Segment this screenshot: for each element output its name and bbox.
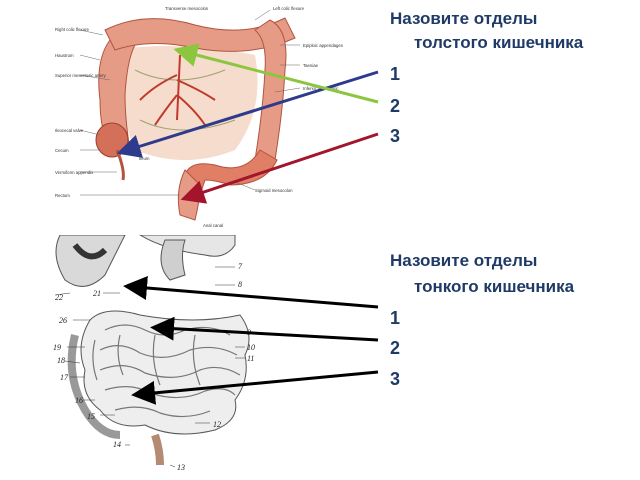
label-rectum: Rectum bbox=[55, 193, 70, 198]
number-label-26: 26 bbox=[59, 316, 67, 325]
label-vermiform-appendix: Vermiform appendix bbox=[55, 170, 94, 175]
label-cecum: Cecum bbox=[55, 148, 69, 153]
number-label-7: 7 bbox=[238, 262, 243, 271]
label-haustrum: Haustrum bbox=[55, 53, 74, 58]
label-ileum: Ileum bbox=[139, 156, 150, 161]
answer-number-small-2: 2 bbox=[390, 338, 401, 358]
arrow-small-3 bbox=[131, 370, 379, 405]
question-large-line2: толстого кишечника bbox=[414, 33, 584, 52]
label-superior-mesenteric-artery: Superior mesenteric artery bbox=[55, 73, 106, 78]
answer-number-large-1: 1 bbox=[390, 64, 401, 84]
label-sigmoid-mesocolon: Sigmoid mesocolon bbox=[255, 188, 293, 193]
number-label-10: 10 bbox=[247, 343, 255, 352]
arrow-large-2 bbox=[173, 43, 379, 104]
label-taeniae: Taeniae bbox=[303, 63, 319, 68]
question-small-line1: Назовите отделы bbox=[390, 251, 538, 270]
label-right-colic-flexure: Right colic flexure bbox=[55, 27, 90, 32]
question-large-line1: Назовите отделы bbox=[390, 9, 538, 28]
number-label-15: 15 bbox=[87, 412, 95, 421]
number-label-22: 22 bbox=[55, 293, 63, 302]
number-label-13: 13 bbox=[177, 463, 185, 472]
arrow-large-1 bbox=[116, 70, 379, 158]
arrow-large-3 bbox=[180, 132, 379, 204]
number-label-11: 11 bbox=[247, 354, 254, 363]
arrow-small-1 bbox=[123, 276, 379, 309]
number-label-19: 19 bbox=[53, 343, 61, 352]
answer-number-small-3: 3 bbox=[390, 369, 401, 389]
question-small-line2: тонкого кишечника bbox=[414, 277, 575, 296]
label-transverse-mesocolon: Transverse mesocolon bbox=[165, 6, 209, 11]
number-label-12: 12 bbox=[213, 420, 221, 429]
number-label-14: 14 bbox=[113, 440, 121, 449]
small-intestine-illustration: 7 8 22 21 26 19 18 17 16 15 14 13 12 11 … bbox=[45, 235, 275, 475]
number-label-16: 16 bbox=[75, 396, 83, 405]
number-label-18: 18 bbox=[57, 356, 65, 365]
number-label-17: 17 bbox=[60, 373, 69, 382]
arrow-small-2 bbox=[150, 316, 379, 342]
answer-number-large-2: 2 bbox=[390, 96, 401, 116]
number-label-21: 21 bbox=[93, 289, 101, 298]
number-label-8: 8 bbox=[238, 280, 242, 289]
label-left-colic-flexure: Left colic flexure bbox=[273, 6, 305, 11]
label-anal-canal: Anal canal bbox=[203, 223, 223, 228]
large-intestine-illustration: Transverse mesocolon Left colic flexure … bbox=[55, 0, 385, 235]
label-epiploic-appendages: Epiploic appendages bbox=[303, 43, 343, 48]
answer-number-large-3: 3 bbox=[390, 126, 401, 146]
label-ileocecal-valve: Ileocecal valve bbox=[55, 128, 84, 133]
answer-number-small-1: 1 bbox=[390, 308, 401, 328]
